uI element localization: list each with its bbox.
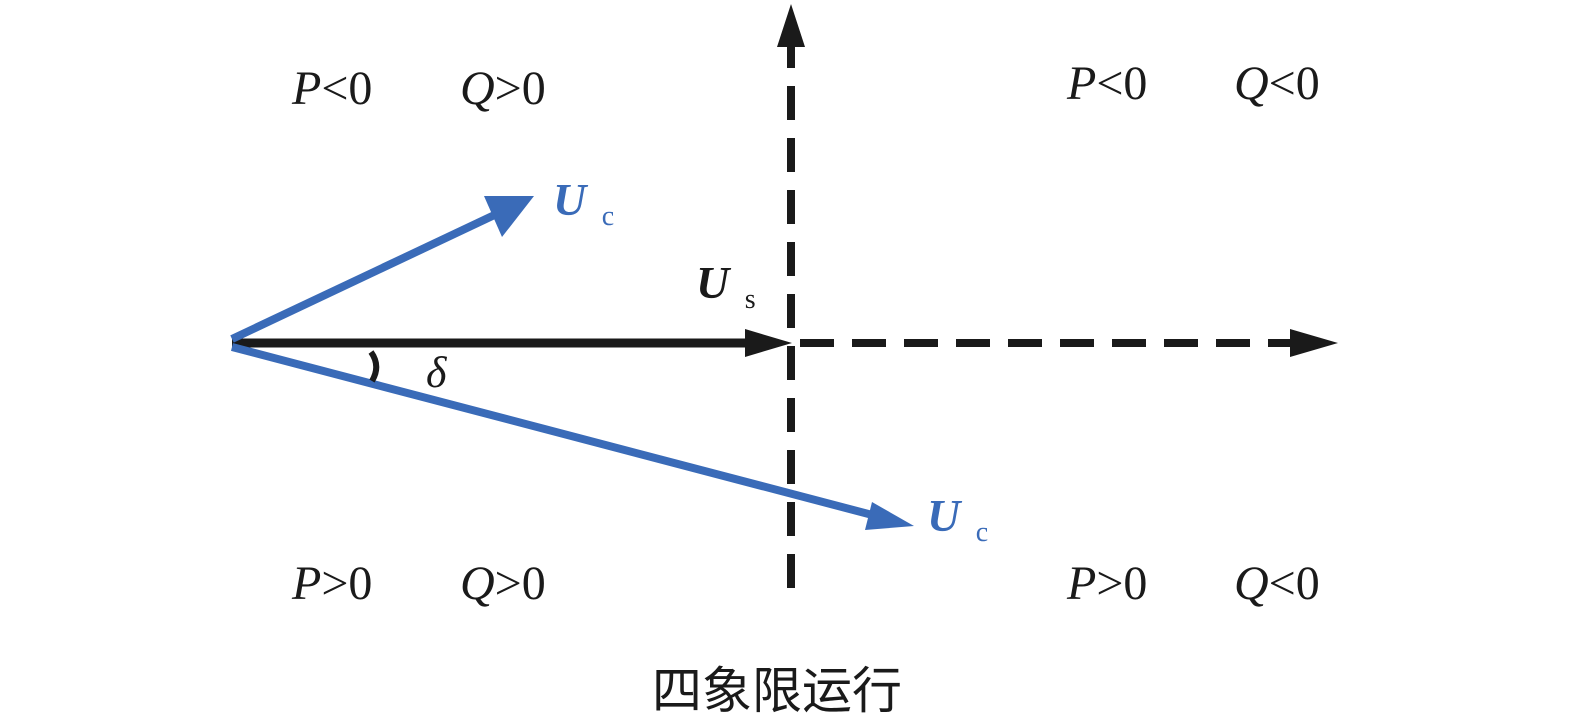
quadrant-bottom-right-p: P>0: [1066, 557, 1147, 610]
quadrant-top-left-p: P<0: [291, 62, 372, 115]
uc-lower-vector-line: [230, 343, 882, 521]
us-label-symbol: U: [696, 257, 732, 308]
uc-upper-vector-arrowhead: [484, 196, 534, 237]
us-vector-arrowhead: [745, 329, 792, 357]
caption: 四象限运行: [652, 662, 902, 720]
quadrant-top-right-p: P<0: [1066, 57, 1147, 110]
uc-upper-label-symbol: U: [553, 174, 589, 225]
us-label: U s: [696, 257, 756, 315]
vertical-axis-arrowhead: [777, 4, 805, 47]
us-label-subscript: s: [745, 284, 756, 315]
uc-lower-label-subscript: c: [976, 517, 988, 548]
quadrant-bottom-right-q: Q<0: [1234, 557, 1320, 610]
uc-lower-vector-arrowhead: [865, 502, 914, 530]
quadrant-bottom-left-q: Q>0: [460, 557, 546, 610]
quadrant-top-right-q: Q<0: [1234, 57, 1320, 110]
delta-angle-arc: [368, 350, 380, 383]
uc-upper-label-subscript: c: [602, 201, 614, 232]
quadrant-bottom-left-p: P>0: [291, 557, 372, 610]
delta-label: δ: [426, 348, 448, 397]
uc-lower-label: U c: [927, 490, 988, 548]
uc-lower-label-symbol: U: [927, 490, 963, 541]
horizontal-axis-arrowhead: [1290, 329, 1338, 357]
uc-upper-label: U c: [553, 174, 614, 232]
quadrant-top-left-q: Q>0: [460, 62, 546, 115]
uc-upper-vector-line: [230, 206, 507, 343]
